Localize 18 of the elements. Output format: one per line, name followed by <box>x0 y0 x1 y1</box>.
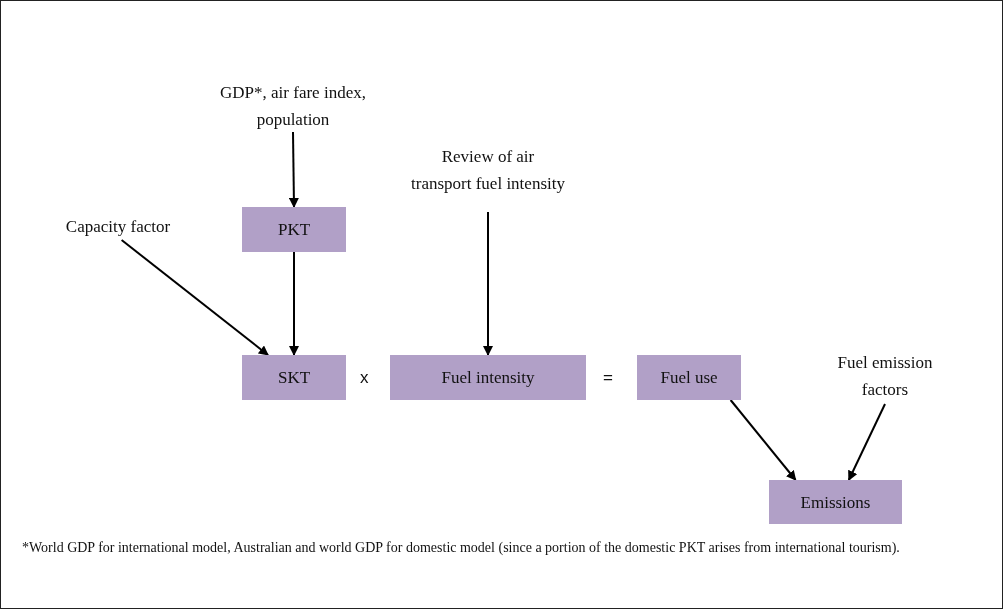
operator-sign: = <box>603 368 613 388</box>
input-label: Fuel emission factors <box>815 348 955 404</box>
arrow <box>483 211 493 356</box>
process-box: Emissions <box>769 480 902 524</box>
operator-sign: x <box>360 368 369 388</box>
input-label: Review of air transport fuel intensity <box>410 128 566 212</box>
arrow <box>288 131 299 208</box>
process-box: PKT <box>242 207 346 252</box>
arrow <box>120 239 269 356</box>
input-label: GDP*, air fare index, population <box>195 80 391 132</box>
arrow <box>847 403 886 481</box>
process-box: Fuel use <box>637 355 741 400</box>
footnote: *World GDP for international model, Australian and world GDP for domestic model (since a portion of the domestic PKT arises from international tourism). <box>22 540 900 556</box>
process-box: Fuel intensity <box>390 355 586 400</box>
arrow <box>289 251 299 356</box>
arrow <box>729 399 797 481</box>
input-label: Capacity factor <box>28 212 208 240</box>
process-box: SKT <box>242 355 346 400</box>
